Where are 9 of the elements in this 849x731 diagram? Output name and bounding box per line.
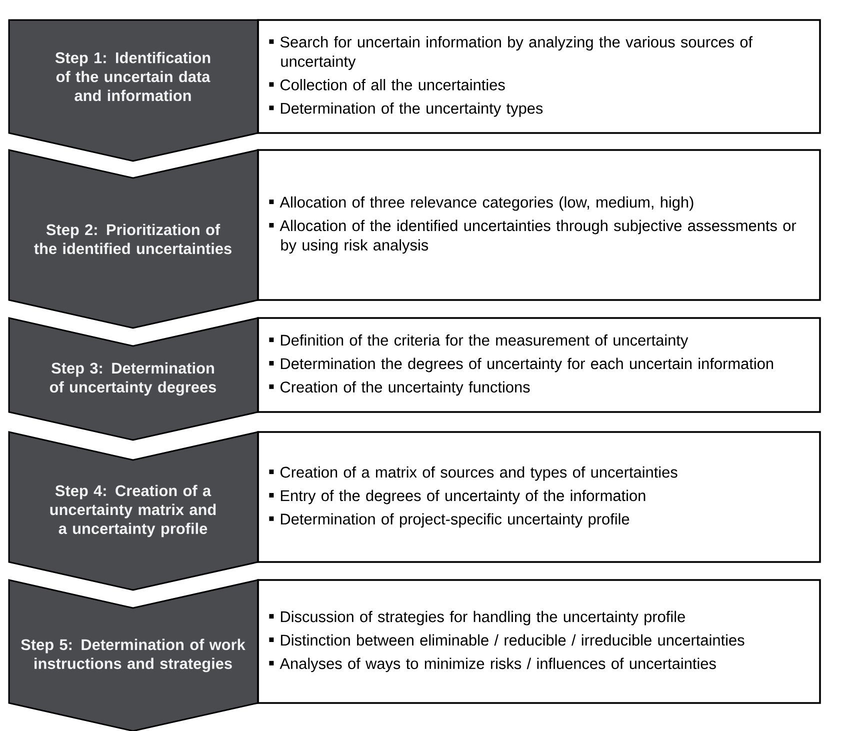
chevron-step: Step 2: Prioritization of the identified uncertainties — [8, 149, 259, 329]
chevron-step: Step 3: Determination of uncertainty degrees — [8, 317, 259, 441]
bullet-list-box: Allocation of three relevance categories (low, medium, high) Allocation of the identified uncertainties through subjective assessments or by using risk analysis — [257, 149, 821, 301]
bullet-list-box: Creation of a matrix of sources and types of uncertainties Entry of the degrees of uncertainty of the information Determination of project-specific uncertainty profile — [257, 431, 821, 563]
bullet-list-box: Discussion of strategies for handling the uncertainty profile Distinction between eliminable / reducible / irreducible uncertainties Analyses of ways to minimize risks / influences of uncertainties — [257, 579, 821, 704]
chevron-step: Step 5: Determination of work instructions and strategies — [8, 579, 259, 731]
bullet-list-box: Search for uncertain information by analyzing the various sources of uncertainty Collection of all the uncertainties Determination of the uncertainty types — [257, 19, 821, 134]
chevron-step: Step 4: Creation of a uncertainty matrix and a uncertainty profile — [8, 431, 259, 591]
bullet-list-box: Definition of the criteria for the measurement of uncertainty Determination the degrees of uncertainty for each uncertain information Creation of the uncertainty functions — [257, 317, 821, 413]
